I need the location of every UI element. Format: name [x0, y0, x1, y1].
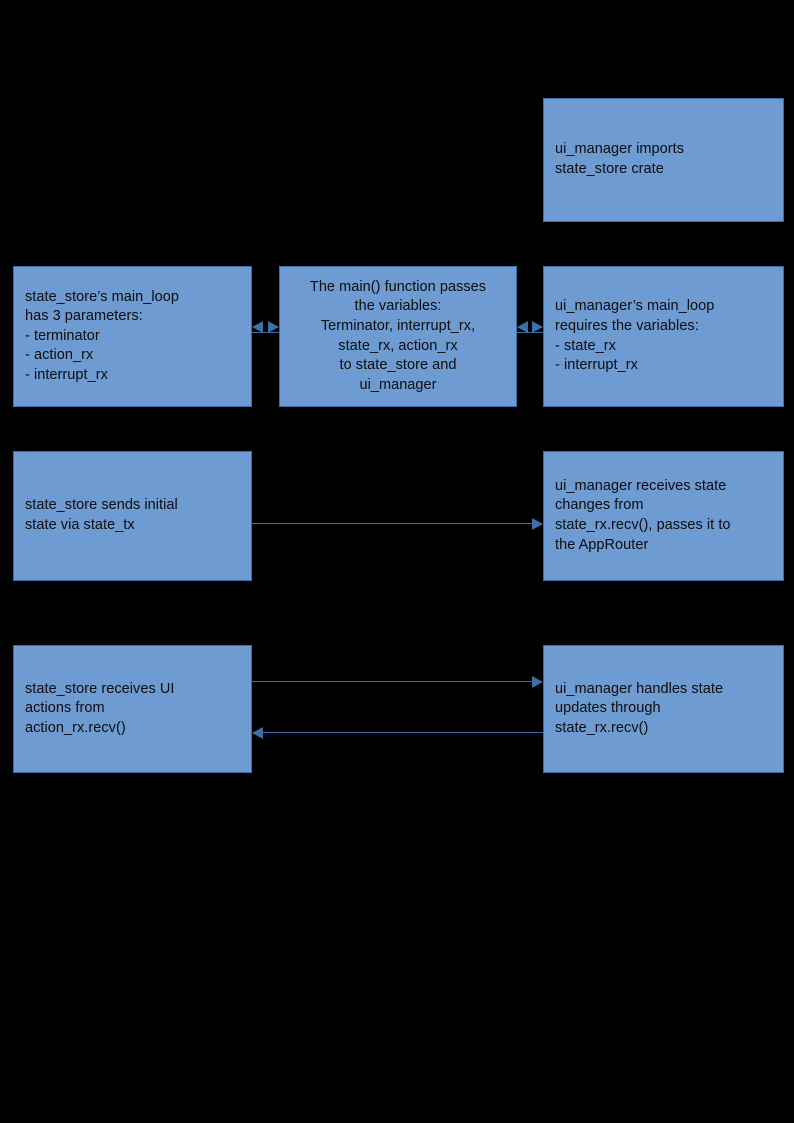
arrow-right-icon [532, 518, 543, 530]
node-ui-manager-imports-label: ui_manager imports state_store crate [555, 141, 685, 177]
arrow-left-icon [252, 321, 263, 333]
node-ui-manager-handles-state-label: ui_manager handles state updates through… [555, 680, 724, 736]
node-ui-manager-receives-state-label: ui_manager receives state changes from s… [555, 477, 731, 553]
node-ui-manager-imports[interactable]: ui_manager imports state_store crate [543, 98, 784, 222]
node-state-store-main-loop-label: state_store’s main_loop has 3 parameters… [25, 288, 180, 383]
node-state-store-sends-initial[interactable]: state_store sends initial state via stat… [13, 451, 252, 581]
node-ui-manager-main-loop[interactable]: ui_manager’s main_loop requires the vari… [543, 266, 784, 407]
node-state-store-main-loop[interactable]: state_store’s main_loop has 3 parameters… [13, 266, 252, 407]
edge-line [262, 732, 543, 733]
node-state-store-sends-initial-label: state_store sends initial state via stat… [25, 497, 178, 533]
node-main-function-passes-label: The main() function passes the variables… [309, 278, 487, 393]
edge-ui-actions-to-ui-manager [252, 676, 543, 688]
edge-line [252, 523, 533, 524]
edge-line [252, 681, 533, 682]
node-main-function-passes[interactable]: The main() function passes the variables… [279, 266, 517, 407]
arrow-right-icon [532, 321, 543, 333]
edge-line [252, 332, 279, 333]
edge-initial-state-to-ui-manager [252, 518, 543, 530]
edge-ui-manager-to-state-store [252, 727, 543, 739]
arrow-left-icon [517, 321, 528, 333]
node-ui-manager-receives-state[interactable]: ui_manager receives state changes from s… [543, 451, 784, 581]
edge-main-to-right-bidirectional [517, 321, 543, 345]
edge-line [517, 332, 543, 333]
arrow-right-icon [268, 321, 279, 333]
arrow-left-icon [252, 727, 263, 739]
node-ui-manager-handles-state[interactable]: ui_manager handles state updates through… [543, 645, 784, 773]
node-state-store-receives-ui[interactable]: state_store receives UI actions from act… [13, 645, 252, 773]
node-state-store-receives-ui-label: state_store receives UI actions from act… [25, 680, 175, 736]
edge-left-to-main-bidirectional [252, 321, 279, 345]
node-ui-manager-main-loop-label: ui_manager’s main_loop requires the vari… [555, 298, 715, 374]
arrow-right-icon [532, 676, 543, 688]
